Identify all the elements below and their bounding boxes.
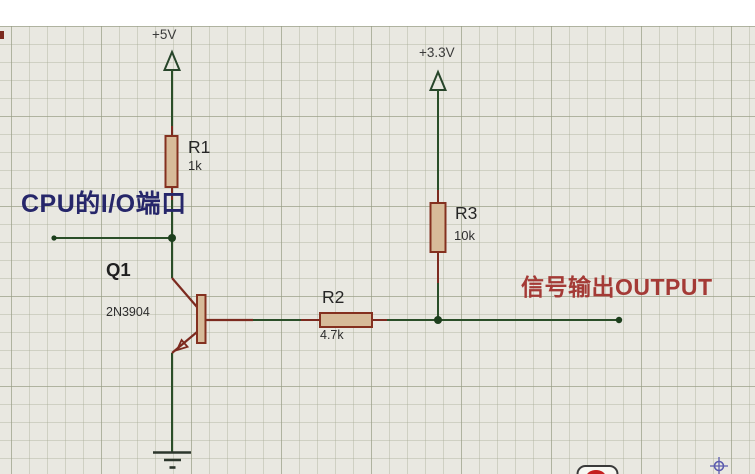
q1-value-label[interactable]: 2N3904 bbox=[106, 305, 150, 319]
resistor-r2-body[interactable] bbox=[319, 312, 373, 328]
cpu-io-annotation[interactable]: CPU的I/O端口 bbox=[21, 190, 187, 218]
clipped-edge-object bbox=[0, 31, 4, 39]
r2-value-label[interactable]: 4.7k bbox=[320, 328, 344, 342]
q1-ref-label[interactable]: Q1 bbox=[106, 259, 131, 280]
net-label-5v[interactable]: +5V bbox=[152, 27, 177, 42]
power-arrow-5v-icon[interactable] bbox=[163, 49, 181, 71]
ground-icon[interactable] bbox=[153, 451, 191, 469]
resistor-r1-body[interactable] bbox=[164, 135, 179, 188]
power-arrow-3v3-icon[interactable] bbox=[429, 69, 447, 91]
top-white-band bbox=[0, 0, 755, 26]
q1-emitter-arrow-icon bbox=[175, 338, 190, 352]
r1-ref-label[interactable]: R1 bbox=[188, 137, 211, 157]
r1-value-label[interactable]: 1k bbox=[188, 158, 202, 173]
origin-marker-icon bbox=[710, 457, 728, 474]
signal-output-annotation[interactable]: 信号输出OUTPUT bbox=[521, 274, 713, 300]
r2-ref-label[interactable]: R2 bbox=[322, 287, 345, 307]
wire-end-dot-output bbox=[615, 316, 623, 324]
transistor-q1-body[interactable] bbox=[196, 294, 207, 344]
r3-ref-label[interactable]: R3 bbox=[455, 203, 478, 223]
resistor-r3-body[interactable] bbox=[429, 202, 447, 253]
junction-dot-output-node bbox=[434, 316, 442, 324]
r3-value-label[interactable]: 10k bbox=[454, 228, 475, 243]
watermark-logo bbox=[576, 465, 619, 474]
junction-dot-cpu-node bbox=[168, 234, 176, 242]
wire-end-dot-input bbox=[51, 235, 57, 241]
net-label-3v3[interactable]: +3.3V bbox=[419, 45, 455, 60]
q1-collector-lead[interactable] bbox=[171, 277, 198, 308]
schematic-grid bbox=[0, 26, 755, 474]
